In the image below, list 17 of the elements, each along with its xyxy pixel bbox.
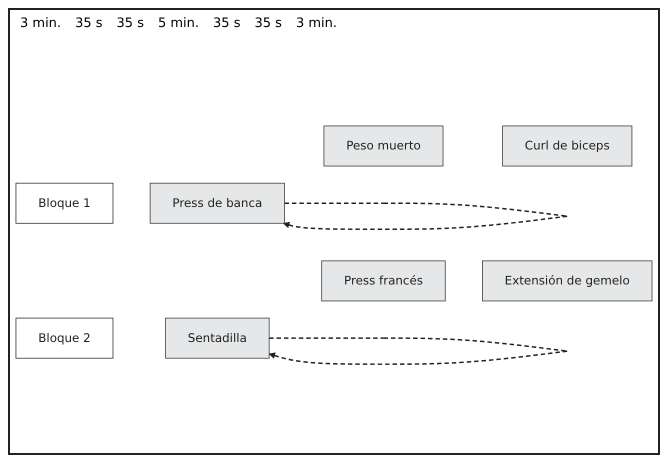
node-box: Sentadilla <box>165 318 270 359</box>
duration-label: 3 min. <box>296 16 337 31</box>
duration-label: 35 s <box>254 16 282 31</box>
node-box: Press francés <box>321 260 446 302</box>
duration-label: 5 min. <box>158 16 200 31</box>
arrow <box>268 337 568 365</box>
duration-label: 35 s <box>213 16 240 31</box>
duration-label: 3 min. <box>20 16 62 31</box>
node-box: Extensión de gemelo <box>482 260 652 302</box>
node-box: Press de banca <box>150 182 285 224</box>
node-box: Peso muerto <box>324 126 444 166</box>
node-box: Bloque 2 <box>16 318 114 359</box>
node-box: Curl de biceps <box>502 126 632 166</box>
duration-label: 35 s <box>75 16 103 31</box>
arrow <box>283 202 568 230</box>
duration-label: 35 s <box>116 16 144 31</box>
node-box: Bloque 1 <box>16 182 114 224</box>
